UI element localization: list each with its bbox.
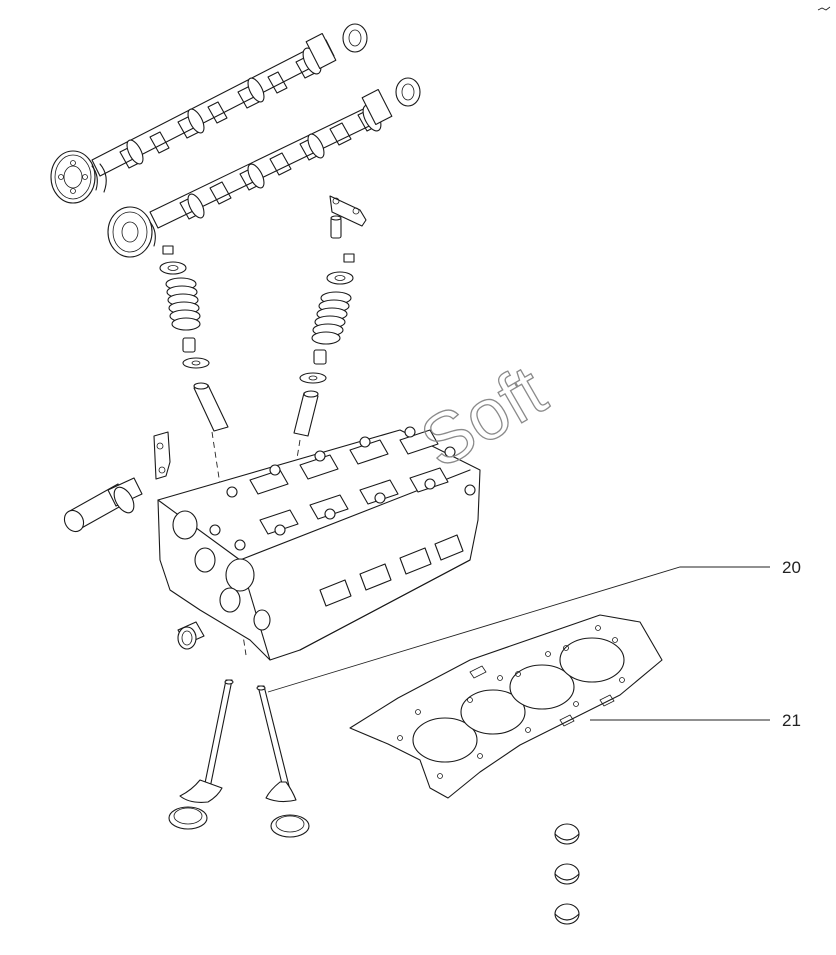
callout-20-label: 20 [782, 558, 801, 577]
callout-21-label: 21 [782, 711, 801, 730]
camshaft-end-ring-1 [342, 23, 368, 53]
intake-camshaft [50, 23, 368, 204]
intake-valve [179, 679, 234, 803]
valve-seat-insert-2 [270, 814, 310, 838]
valve-shim-3 [554, 903, 580, 925]
valve-seat-insert-1 [168, 806, 208, 830]
mounting-bracket [153, 431, 171, 480]
cam-phaser-gear-2 [107, 206, 156, 258]
right-valve-stack [264, 253, 355, 656]
camshaft-end-ring-2 [395, 77, 421, 107]
cylinder-head-gasket [349, 614, 663, 799]
exhaust-valve [256, 685, 297, 803]
cam-phaser-gear-1 [50, 150, 107, 204]
oil-control-valve [63, 477, 143, 533]
exhaust-camshaft [107, 77, 421, 258]
callout-20-leader [267, 566, 770, 693]
left-valve-stack [159, 245, 247, 656]
valve-shim-1 [554, 823, 580, 845]
cylinder-head [157, 426, 481, 661]
hydraulic-lash-adjuster [330, 215, 342, 239]
roller-rocker-arm [329, 195, 367, 227]
valve-shim-2 [554, 863, 580, 885]
cup-plug [177, 621, 205, 650]
corner-mark [817, 6, 831, 11]
